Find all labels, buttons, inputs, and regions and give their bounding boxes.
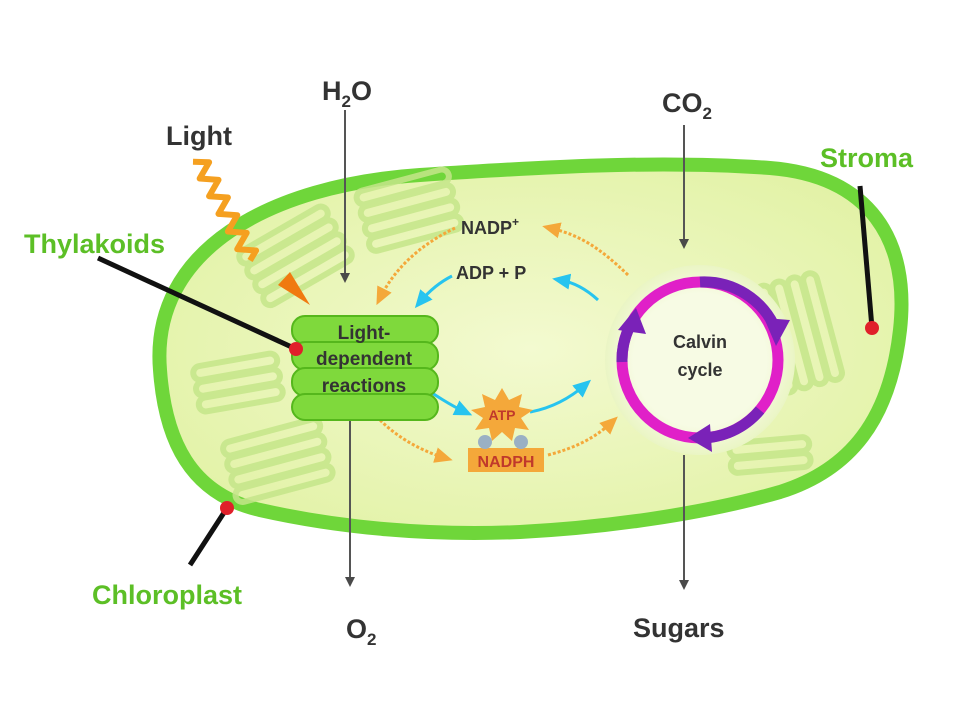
nadph-box: [468, 448, 544, 472]
nadp-return-arrow: [542, 222, 630, 277]
light-wave-icon: [192, 158, 260, 263]
nadph-forward-arrow-out: [547, 416, 618, 457]
thylakoids-pointer-dot: [289, 342, 303, 356]
nadph-forward-arrow-in: [378, 418, 453, 463]
adp-label: ADP + P: [456, 263, 526, 283]
calvin-arrowhead-left-icon: [618, 308, 646, 334]
nadph-label: NADPH: [478, 454, 535, 471]
light-label: Light: [166, 121, 232, 151]
chloroplast-pointer: [187, 506, 230, 567]
stroma-label: Stroma: [820, 143, 914, 173]
atp-forward-arrow-out: [529, 379, 592, 414]
calvin-cycle-area: [605, 265, 795, 455]
nadp-to-light-arrow: [376, 226, 456, 306]
co2-label: CO2: [662, 88, 712, 123]
light-arrowhead-icon: [278, 272, 310, 305]
nadph-dot-left: [478, 435, 492, 449]
adp-to-light-arrow: [414, 274, 453, 309]
adp-return-arrow: [552, 273, 600, 302]
atp-starburst-icon: [471, 388, 533, 441]
calvin-arrowhead-top-icon: [764, 318, 790, 346]
light-reactions-stack: [291, 315, 439, 421]
chloroplast-label: Chloroplast: [92, 580, 242, 610]
calvin-label-line-1: Calvin: [673, 332, 727, 352]
nadph-dot-right: [514, 435, 528, 449]
light-reactions-line-2: dependent: [316, 349, 413, 370]
sugars-label: Sugars: [633, 613, 725, 643]
light-reactions-line-1: Light-: [338, 323, 391, 344]
calvin-label-line-2: cycle: [677, 360, 722, 380]
calvin-arrowhead-bottom-icon: [688, 424, 712, 452]
water-label: H2O: [322, 76, 372, 111]
thylakoids-pointer: [96, 255, 298, 352]
nadp-label: NADP+: [461, 215, 519, 238]
thylakoids-label: Thylakoids: [24, 229, 165, 259]
atp-label: ATP: [489, 407, 516, 423]
light-reactions-line-3: reactions: [322, 376, 406, 397]
o2-label: O2: [346, 614, 376, 649]
stroma-pointer-dot: [865, 321, 879, 335]
stroma-pointer: [857, 185, 875, 329]
chloroplast-pointer-dot: [220, 501, 234, 515]
